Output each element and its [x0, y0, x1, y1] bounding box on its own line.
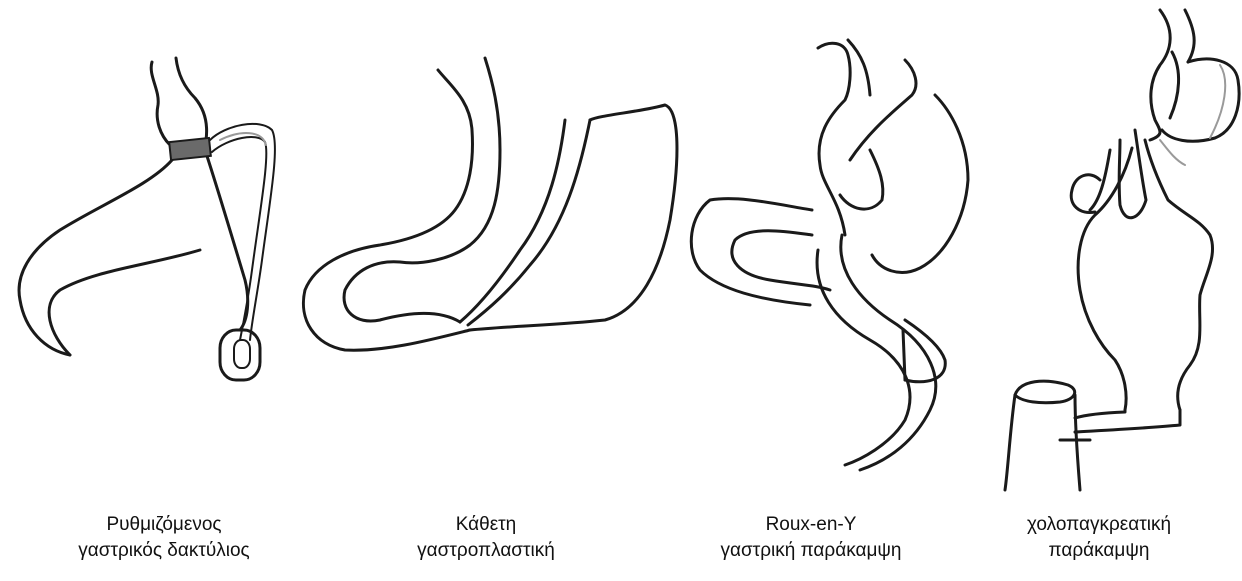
caption-vertical-gastroplasty: Κάθετη γαστροπλαστική [336, 512, 636, 564]
caption-adjustable-gastric-band: Ρυθμιζόμενος γαστρικός δακτύλιος [14, 512, 314, 564]
caption-line-2: γαστρικός δακτύλιος [14, 538, 314, 564]
caption-line-2: γαστρική παράκαμψη [661, 538, 961, 564]
caption-line-1: Κάθετη [336, 512, 636, 538]
caption-line-1: Roux-en-Y [661, 512, 961, 538]
caption-line-2: παράκαμψη [949, 538, 1242, 564]
caption-line-1: Ρυθμιζόμενος [14, 512, 314, 538]
caption-biliopancreatic-diversion: χολοπαγκρεατική παράκαμψη [949, 512, 1242, 564]
roux-en-y-gastric-bypass-drawing [691, 40, 968, 470]
biliopancreatic-diversion-drawing [1005, 10, 1239, 490]
adjustable-gastric-band-drawing [19, 58, 275, 380]
caption-line-2: γαστροπλαστική [336, 538, 636, 564]
caption-line-1: χολοπαγκρεατική [949, 512, 1242, 538]
caption-roux-en-y-gastric-bypass: Roux-en-Y γαστρική παράκαμψη [661, 512, 961, 564]
vertical-gastroplasty-drawing [303, 58, 677, 350]
